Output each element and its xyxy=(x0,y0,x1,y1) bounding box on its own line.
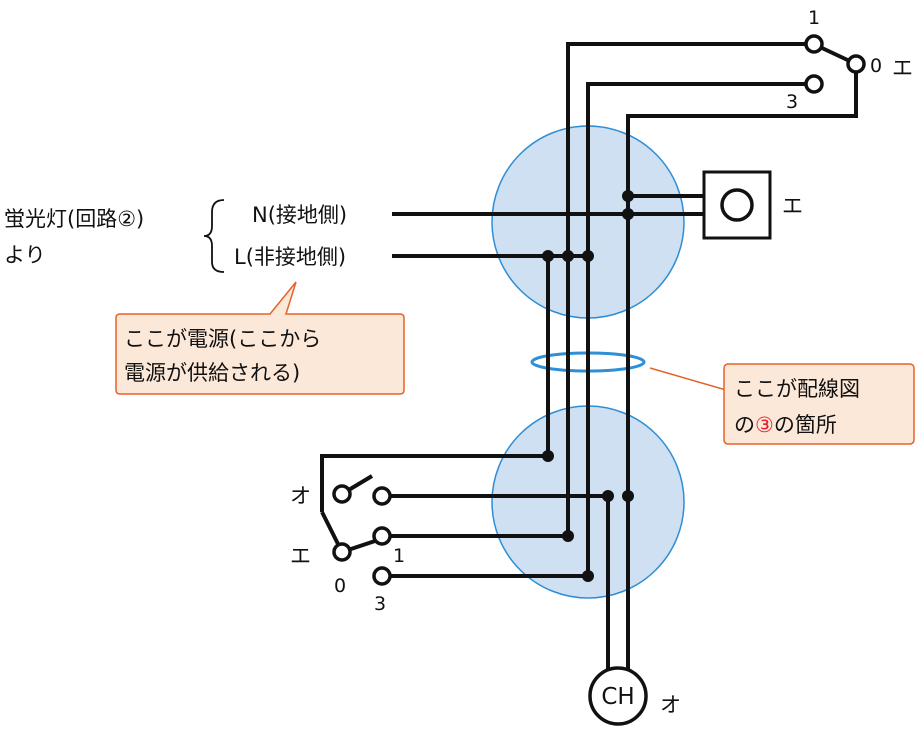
switch-bottom-o-terminal xyxy=(372,486,392,506)
switch-bottom-e-common xyxy=(332,542,352,562)
source-brace xyxy=(203,199,225,273)
switch-bottom-terminal-1 xyxy=(372,526,392,546)
dot-bottom-628 xyxy=(622,490,634,502)
dot-bottom-608 xyxy=(602,490,614,502)
outlet-label: エ xyxy=(782,194,803,218)
callout-section-line-1: ここが配線図 xyxy=(734,377,860,401)
callout-section-prefix: の xyxy=(734,413,755,437)
ceiling-light-label: オ xyxy=(660,693,681,717)
dot-live-568 xyxy=(562,250,574,262)
switch-bottom-label-1: 1 xyxy=(393,545,405,567)
switch-top-label-0: 0 xyxy=(870,55,882,77)
source-labels: 蛍光灯(回路②) より N(接地側) L(非接地側) xyxy=(4,199,347,273)
wires xyxy=(320,42,858,670)
outlet: エ xyxy=(702,170,803,240)
switch-top-terminal-0 xyxy=(846,54,866,74)
callout-power-line-1: ここが電源(ここから xyxy=(124,327,321,351)
source-neutral-label: N(接地側) xyxy=(252,203,347,227)
callout-section-bubble xyxy=(723,363,915,445)
callout-power: ここが電源(ここから 電源が供給される) xyxy=(115,281,405,395)
switch-top-terminal-3 xyxy=(804,74,824,94)
callout-section-mark: ③ xyxy=(755,413,774,437)
wire-live-to-bottom xyxy=(320,256,550,512)
dot-bottom-548 xyxy=(542,450,554,462)
outlet-socket xyxy=(720,188,754,222)
source-line-2: より xyxy=(4,243,46,267)
switch-bottom-label-o: オ xyxy=(290,484,311,508)
switch-bottom-o-common xyxy=(332,484,352,504)
wire-travel-1 xyxy=(566,42,814,536)
switch-bottom-label-e: エ xyxy=(290,544,311,568)
callout-power-line-2: 電源が供給される) xyxy=(124,361,300,385)
callout-section-suffix: の箇所 xyxy=(774,413,837,437)
switch-top-label-e: エ xyxy=(892,56,913,80)
callout-section: ここが配線図 の③の箇所 xyxy=(649,363,915,445)
dot-bottom-568 xyxy=(562,530,574,542)
switch-bottom: オ エ 0 1 3 xyxy=(290,484,405,615)
ceiling-light-symbol xyxy=(588,666,648,726)
dot-neutral xyxy=(622,208,634,220)
switch-top-label-1: 1 xyxy=(808,7,820,29)
switch-top: 1 0 3 エ xyxy=(786,7,913,113)
switch-top-label-3: 3 xyxy=(786,91,798,113)
wire-top-switch-return xyxy=(626,64,858,670)
dot-bottom-588 xyxy=(582,570,594,582)
dot-live-588 xyxy=(582,250,594,262)
switch-bottom-terminal-3 xyxy=(372,566,392,586)
callout-section-line-2: の③の箇所 xyxy=(734,413,837,437)
ceiling-light-text: CH xyxy=(601,684,634,710)
dot-live-548 xyxy=(542,250,554,262)
source-line-1: 蛍光灯(回路②) xyxy=(4,207,144,231)
source-live-label: L(非接地側) xyxy=(234,245,346,269)
switch-bottom-label-0: 0 xyxy=(334,575,346,597)
wire-travel-3 xyxy=(586,82,814,576)
switch-bottom-label-3: 3 xyxy=(374,593,386,615)
junction-dots xyxy=(542,190,634,582)
switch-top-terminal-1 xyxy=(804,34,824,54)
ceiling-light: CH オ xyxy=(588,666,681,726)
callout-section-pointer xyxy=(649,367,727,391)
callout-power-bubble xyxy=(115,281,405,395)
dot-outlet-upper xyxy=(622,190,634,202)
